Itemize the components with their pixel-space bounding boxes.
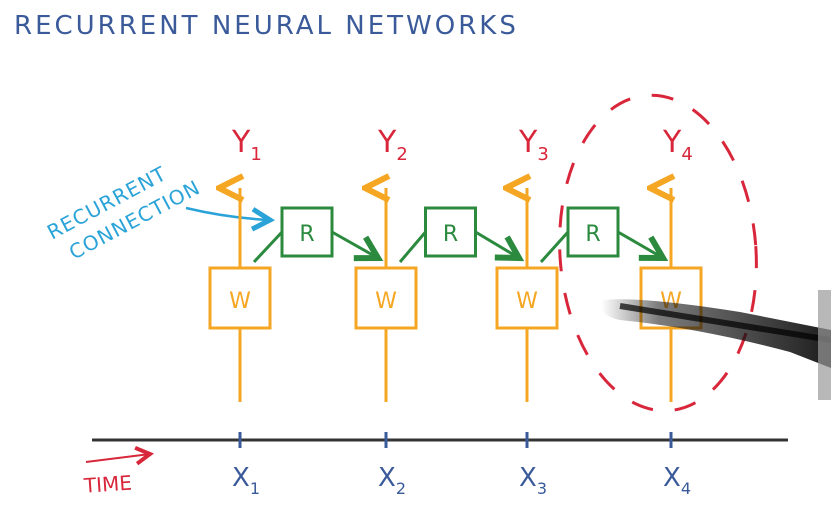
recurrent-step-1: R xyxy=(252,206,378,264)
output-letter: Y xyxy=(662,125,682,160)
output-letter: Y xyxy=(518,125,538,160)
time-label: TIME xyxy=(82,470,133,497)
input-subscript: 1 xyxy=(250,479,260,498)
input-subscript: 4 xyxy=(681,479,691,498)
recurrent-box xyxy=(566,206,620,258)
recurrent-connection-pointer xyxy=(185,206,270,220)
weight-box xyxy=(495,266,559,330)
input-label: X4 xyxy=(663,463,691,498)
recurrent-step-2: R xyxy=(398,206,520,263)
output-subscript: 4 xyxy=(681,144,692,165)
recurrent-box xyxy=(424,206,477,258)
recurrent-box-label: R xyxy=(443,222,458,247)
output-label: Y1 xyxy=(231,125,262,165)
recurrent-box xyxy=(280,206,334,258)
input-label: X3 xyxy=(519,463,547,498)
input-letter: X xyxy=(519,463,537,493)
output-label: Y2 xyxy=(377,125,408,165)
weight-label: W xyxy=(375,289,397,314)
recurrent-link-out xyxy=(474,230,520,258)
output-letter: Y xyxy=(231,125,251,160)
recurrent-link-out xyxy=(331,230,378,258)
input-letter: X xyxy=(232,463,250,493)
recurrent-link-in xyxy=(398,231,427,263)
pen-overlay xyxy=(601,290,831,400)
output-label: Y4 xyxy=(662,125,693,165)
recurrent-box-label: R xyxy=(299,222,314,247)
input-label: X2 xyxy=(378,463,406,498)
input-subscript: 3 xyxy=(537,479,547,498)
input-letter: X xyxy=(663,463,681,493)
output-subscript: 2 xyxy=(396,144,407,165)
recurrent-link-out xyxy=(617,230,663,258)
output-letter: Y xyxy=(377,125,397,160)
time-arrow xyxy=(85,454,150,462)
input-label: X1 xyxy=(232,463,260,498)
output-subscript: 3 xyxy=(537,144,548,165)
weight-box xyxy=(354,266,418,330)
page-title: RECURRENT NEURAL NETWORKS xyxy=(14,11,519,41)
weight-box xyxy=(208,266,272,330)
highlight-ellipse xyxy=(558,93,758,413)
input-letter: X xyxy=(378,463,396,493)
recurrent-step-3: R xyxy=(539,206,663,264)
output-label: Y3 xyxy=(518,125,549,165)
time-label-group: TIME xyxy=(82,454,150,498)
recurrent-connection-label: RECURRENT CONNECTION xyxy=(43,161,204,264)
input-subscript: 2 xyxy=(396,479,406,498)
recurrent-link-in xyxy=(539,230,570,264)
weight-label: W xyxy=(229,289,251,314)
weight-label: W xyxy=(516,289,538,314)
recurrent-box-label: R xyxy=(585,222,600,247)
output-subscript: 1 xyxy=(250,144,261,165)
recurrent-link-in xyxy=(252,230,284,264)
